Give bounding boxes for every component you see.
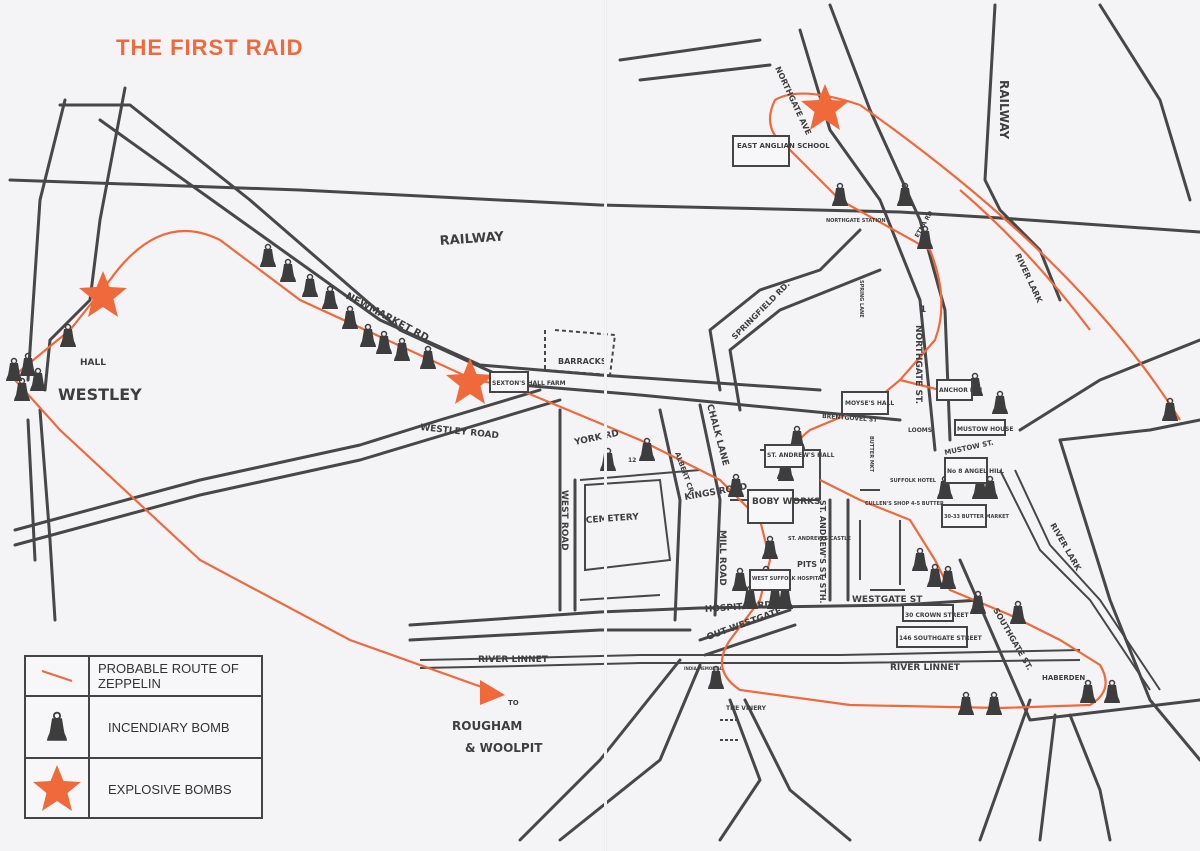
label-memorial: INDIA MEMORIAL xyxy=(684,666,723,671)
legend-incendiary-label: INCENDIARY BOMB xyxy=(108,719,230,735)
label-suffolk-hotel: SUFFOLK HOTEL xyxy=(890,478,937,484)
label-butter-market: 30-33 BUTTER MARKET xyxy=(944,514,1010,520)
incendiary-bomb-marker xyxy=(985,691,1003,716)
legend-explosive-row: EXPLOSIVE BOMBS xyxy=(26,759,261,819)
incendiary-bomb-marker xyxy=(926,563,944,588)
label-east-anglian-school: EAST ANGLIAN SCHOOL xyxy=(737,142,830,150)
legend-incendiary-row: INCENDIARY BOMB xyxy=(26,697,261,759)
map-legend: PROBABLE ROUTE OF ZEPPELIN INCENDIARY BO… xyxy=(24,655,263,819)
label-railway-vertical: RAILWAY xyxy=(997,80,1011,140)
label-st-andrews-hall: ST. ANDREW'S HALL xyxy=(767,452,835,459)
label-butter-mkt: BUTTER MKT xyxy=(868,436,874,473)
label-boby-works: BOBY WORKS xyxy=(752,497,821,507)
incendiary-bomb-marker xyxy=(599,447,617,472)
building-boxes xyxy=(489,135,1006,648)
label-river-linnet-east: RIVER LINNET xyxy=(890,663,961,673)
incendiary-bomb-marker xyxy=(19,352,37,377)
zeppelin-route xyxy=(14,92,1181,710)
label-sextons-hall-farm: SEXTON'S HALL FARM xyxy=(492,380,566,387)
label-hall: HALL xyxy=(80,358,106,368)
incendiary-bomb-marker xyxy=(1161,397,1179,422)
incendiary-bomb-marker xyxy=(911,547,929,572)
label-rougham: ROUGHAM xyxy=(452,719,522,733)
label-west-suffolk-hospital: WEST SUFFOLK HOSPITAL xyxy=(752,576,826,582)
label-mustow-house: MUSTOW HOUSE xyxy=(957,426,1013,433)
label-southgate-street: 146 SOUTHGATE STREET xyxy=(899,635,983,642)
label-the-vinery: THE VINERY xyxy=(726,705,767,712)
label-york-rd: YORK RD xyxy=(573,429,620,448)
map-labels: RAILWAY RAILWAY NEWMARKET RD WESTLEY HAL… xyxy=(58,65,1085,755)
label-pits: PITS xyxy=(797,560,817,569)
roads xyxy=(8,3,1200,842)
incendiary-bomb-marker xyxy=(991,390,1009,415)
incendiary-bomb-marker xyxy=(259,243,277,268)
map-title: THE FIRST RAID xyxy=(116,35,304,60)
incendiary-bomb-marker xyxy=(279,258,297,283)
label-west-road: WEST ROAD xyxy=(559,490,569,551)
label-northgate-st: NORTHGATE ST. xyxy=(913,325,923,404)
incendiary-bomb-marker xyxy=(969,590,987,615)
incendiary-bomb-marker xyxy=(5,357,23,382)
label-haberden: HABERDEN xyxy=(1042,674,1085,682)
label-anchor-inn: ANCHOR INN xyxy=(939,387,982,394)
label-northgate-station: NORTHGATE STATION xyxy=(826,218,886,224)
label-crown-street: 30 CROWN STREET xyxy=(905,612,970,619)
label-mustow-st: MUSTOW ST. xyxy=(944,439,995,457)
label-no-12: 12 xyxy=(628,457,636,464)
incendiary-bomb-marker xyxy=(341,305,359,330)
label-mill-road: MILL ROAD xyxy=(717,530,727,586)
label-angel-hill: No 8 ANGEL HILL xyxy=(947,468,1004,475)
label-river-linnet-west: RIVER LINNET xyxy=(478,655,549,665)
label-river-lark-south: RIVER LARK xyxy=(1048,522,1083,573)
label-brentgovel-st: BRENTGOVEL ST xyxy=(822,413,879,424)
incendiary-bomb-marker xyxy=(731,567,749,592)
incendiary-bomb-icon xyxy=(26,697,90,757)
label-to: TO xyxy=(508,699,519,707)
incendiary-bomb-marker xyxy=(1009,600,1027,625)
incendiary-bombs xyxy=(5,182,1179,716)
label-railway: RAILWAY xyxy=(439,230,505,249)
incendiary-bomb-marker xyxy=(301,273,319,298)
label-moyses-hall: MOYSE'S HALL xyxy=(845,400,894,407)
label-looms: LOOMS xyxy=(908,427,932,434)
route-line-icon xyxy=(26,657,90,695)
label-westgate-st: WESTGATE ST xyxy=(852,595,923,605)
label-no-1: 1 xyxy=(920,305,926,315)
legend-route-row: PROBABLE ROUTE OF ZEPPELIN xyxy=(26,657,261,697)
incendiary-bomb-marker xyxy=(419,345,437,370)
label-cemetery: CEMETERY xyxy=(586,512,640,526)
label-hospital-rd: HOSPITAL RD xyxy=(705,600,773,615)
label-woolpit: & WOOLPIT xyxy=(465,741,543,755)
incendiary-bomb-marker xyxy=(1079,679,1097,704)
incendiary-bomb-marker xyxy=(939,565,957,590)
label-st-andrews-castle: ST. ANDREW'S CASTLE xyxy=(788,536,851,542)
page-fold xyxy=(604,0,607,851)
label-cullens-shop: CULLEN'S SHOP 4-5 BUTTER xyxy=(865,501,944,507)
label-st-andrews-st-sth: ST. ANDREW'S ST. STH. xyxy=(818,500,827,604)
label-westley: WESTLEY xyxy=(58,385,142,404)
incendiary-bomb-marker xyxy=(957,691,975,716)
label-barracks: BARRACKS xyxy=(558,357,607,366)
explosive-star-icon xyxy=(26,759,90,819)
label-spring-lane: SPRING LANE xyxy=(858,280,864,318)
legend-route-label: PROBABLE ROUTE OF ZEPPELIN xyxy=(98,661,239,691)
label-river-lark-north: RIVER LARK xyxy=(1013,252,1044,305)
legend-explosive-label: EXPLOSIVE BOMBS xyxy=(108,781,232,797)
label-chalk-lane: CHALK LANE xyxy=(704,403,730,467)
